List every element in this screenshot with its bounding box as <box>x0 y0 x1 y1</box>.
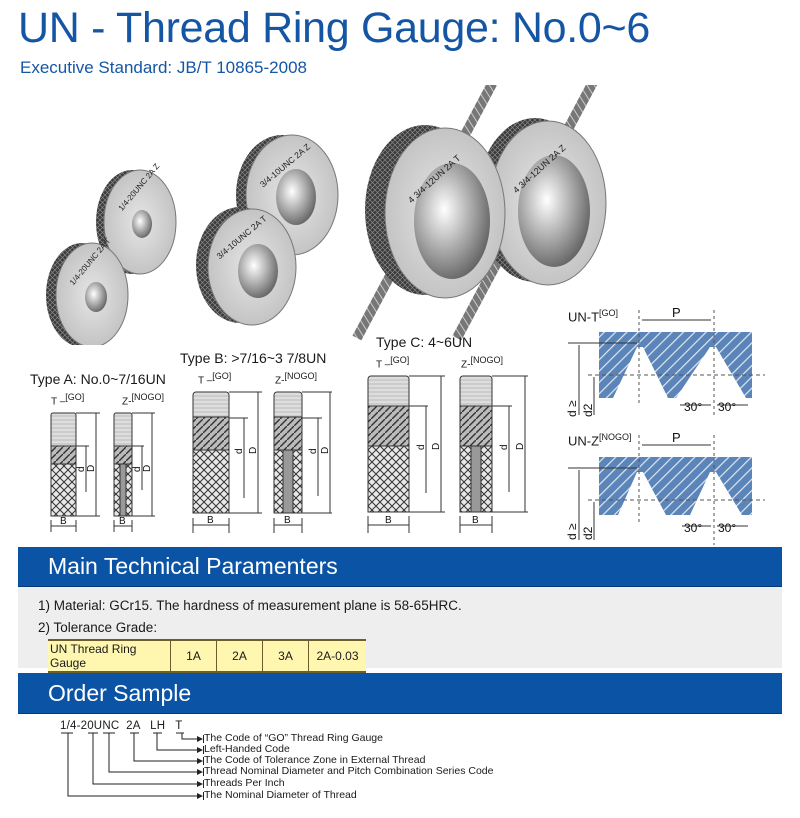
order-heading: Order Sample <box>48 679 192 706</box>
un-t-angle-left: 30° <box>684 400 702 414</box>
tolerance-table: UN Thread Ring Gauge 1A 2A 3A 2A-0.03 <box>48 639 366 673</box>
type-c-go-caption: T –[GO] <box>376 355 410 371</box>
type-c-go-d: d <box>416 444 427 450</box>
un-t-go-title: UN-T[GO] <box>568 308 619 325</box>
type-b-nogo-d: d <box>308 448 319 454</box>
type-a-photo: 1/4-20UNC 2A Z 1/4-20UNC 2A T <box>46 162 177 345</box>
type-a-go-B: B <box>60 516 67 527</box>
order-desc-nominal-diameter: The Nominal Diameter of Thread <box>204 789 357 801</box>
type-c-photo: 4 3/4-12UN 2A Z 4 3/4-12UN 2A T <box>352 85 607 341</box>
table-row: UN Thread Ring Gauge 1A 2A 3A 2A-0.03 <box>48 639 366 673</box>
un-z-nogo-title: UN-Z[NOGO] <box>568 432 632 449</box>
order-desc-tolerance-zone: The Code of Tolerance Zone in External T… <box>204 754 426 766</box>
order-code: 1/4-20UNC 2A LH T <box>60 720 183 732</box>
type-c-label: Type C: 4~6UN <box>376 334 473 350</box>
un-t-d2: d2 <box>581 403 595 417</box>
un-t-profile <box>568 310 765 415</box>
tolerance-item: 2) Tolerance Grade: <box>38 620 158 635</box>
type-a-go-caption: T –[GO] <box>51 392 85 408</box>
type-a-nogo-d: d <box>132 466 143 472</box>
type-a-go-D: D <box>86 465 97 472</box>
cross-section-drawings: d D B d D B d D B d D B d D B d D B <box>50 375 528 533</box>
grade-cell: 1A <box>170 639 217 673</box>
tolerance-label-cell: UN Thread Ring Gauge <box>48 639 171 673</box>
un-z-angle-left: 30° <box>684 521 702 535</box>
type-b-label: Type B: >7/16~3 7/8UN <box>180 350 327 366</box>
technical-heading: Main Technical Paramenters <box>48 553 338 579</box>
order-desc-series-code: Thread Nominal Diameter and Pitch Combin… <box>204 765 494 777</box>
type-c-nogo-D: D <box>515 443 526 450</box>
type-b-go-B: B <box>207 515 214 526</box>
type-b-go-D: D <box>248 447 259 454</box>
material-item: 1) Material: GCr15. The hardness of meas… <box>38 598 462 613</box>
type-b-go-caption: T –[GO] <box>198 371 232 387</box>
un-t-d: d ≥ <box>565 400 579 417</box>
thread-profile-diagrams: P 30° 30° d ≥ d2 P 30° 30° d ≥ d2 <box>565 305 765 545</box>
order-desc-go-code: The Code of “GO” Thread Ring Gauge <box>204 732 383 744</box>
un-t-pitch: P <box>672 305 681 320</box>
type-c-nogo-d: d <box>499 444 510 450</box>
type-c-go-D: D <box>431 443 442 450</box>
order-section-header: Order Sample <box>18 673 782 714</box>
grade-cell: 3A <box>262 639 309 673</box>
type-a-go-d: d <box>76 466 87 472</box>
type-b-nogo-caption: Z-[NOGO] <box>275 371 317 387</box>
product-photos: 1/4-20UNC 2A Z 1/4-20UNC 2A T 3/4-10UNC … <box>46 85 607 345</box>
type-a-nogo-D: D <box>142 465 153 472</box>
un-z-d: d ≥ <box>565 523 579 540</box>
type-a-label: Type A: No.0~7/16UN <box>30 371 166 387</box>
type-c-nogo-caption: Z-[NOGO] <box>461 355 503 371</box>
technical-section-header: Main Technical Paramenters <box>18 547 782 587</box>
type-b-photo: 3/4-10UNC 2A Z 3/4-10UNC 2A T <box>196 134 339 326</box>
un-z-d2: d2 <box>581 526 595 540</box>
type-b-go-d: d <box>234 448 245 454</box>
un-t-angle-right: 30° <box>718 400 736 414</box>
executive-standard: Executive Standard: JB/T 10865-2008 <box>20 58 307 77</box>
order-desc-left-handed: Left-Handed Code <box>204 743 290 755</box>
grade-cell: 2A <box>216 639 263 673</box>
type-b-nogo-B: B <box>284 515 291 526</box>
order-leader-lines <box>61 732 204 800</box>
un-z-profile <box>568 435 765 545</box>
type-c-nogo-B: B <box>472 515 479 526</box>
un-z-angle-right: 30° <box>718 521 736 535</box>
page-title: UN - Thread Ring Gauge: No.0~6 <box>18 4 650 52</box>
type-b-nogo-D: D <box>320 447 331 454</box>
type-a-nogo-caption: Z-[NOGO] <box>122 392 164 408</box>
grade-cell: 2A-0.03 <box>308 639 366 673</box>
type-c-go-B: B <box>385 515 392 526</box>
type-a-nogo-B: B <box>119 516 126 527</box>
order-desc-threads-per-inch: Threads Per Inch <box>204 777 285 789</box>
un-z-pitch: P <box>672 430 681 445</box>
